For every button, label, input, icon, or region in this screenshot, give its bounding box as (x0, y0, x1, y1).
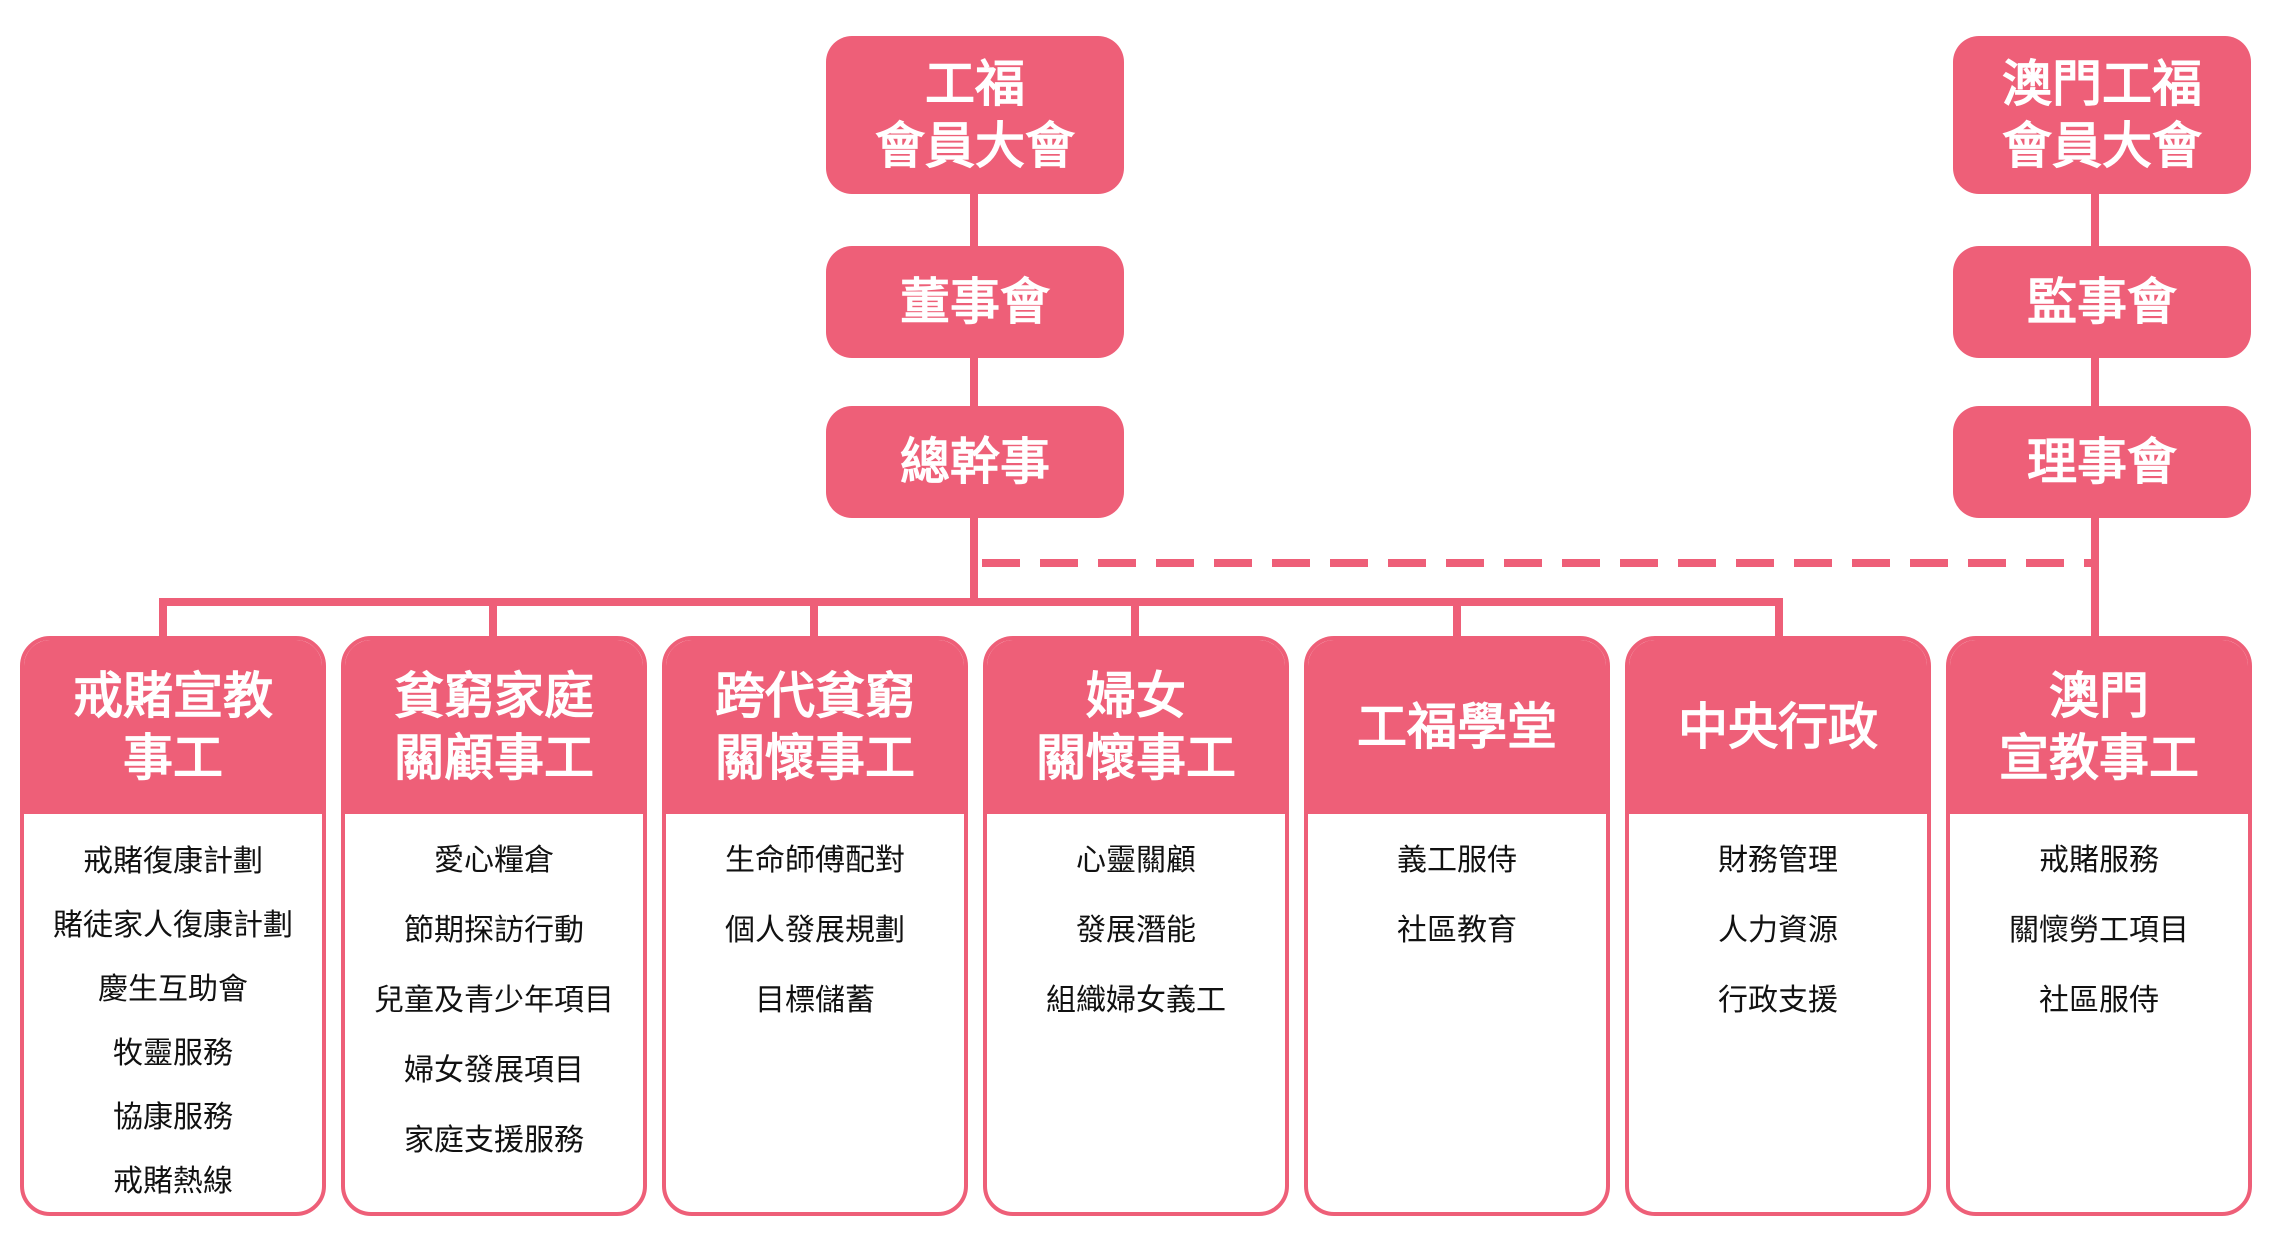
department-title-line: 跨代貧窮 (715, 667, 915, 725)
list-item: 人力資源 (1718, 913, 1838, 948)
list-item: 義工服侍 (1397, 843, 1517, 878)
list-item: 社區服侍 (2039, 983, 2159, 1018)
list-item: 慶生互助會 (98, 972, 248, 1007)
department-title-line: 事工 (123, 729, 223, 787)
department-title: 戒賭宣教 事工 (24, 640, 322, 814)
department-card-central-admin: 中央行政 財務管理 人力資源 行政支援 (1625, 636, 1931, 1216)
list-item: 行政支援 (1718, 983, 1838, 1018)
list-item: 財務管理 (1718, 843, 1838, 878)
list-item: 社區教育 (1397, 913, 1517, 948)
macau-assembly-node: 澳門工福 會員大會 (1953, 36, 2251, 194)
macau-council-node: 理事會 (1953, 406, 2251, 518)
members-assembly-line-1: 工福 (925, 55, 1025, 113)
list-item: 戒賭服務 (2039, 843, 2159, 878)
macau-assembly-line-2: 會員大會 (2002, 117, 2202, 175)
list-item: 心靈關顧 (1076, 843, 1196, 878)
list-item: 協康服務 (113, 1100, 233, 1135)
list-item: 生命師傅配對 (725, 843, 905, 878)
list-item: 發展潛能 (1076, 913, 1196, 948)
department-title: 工福學堂 (1308, 640, 1606, 814)
department-card-academy: 工福學堂 義工服侍 社區教育 (1304, 636, 1610, 1216)
list-item: 愛心糧倉 (434, 843, 554, 878)
general-secretary-label: 總幹事 (900, 433, 1050, 491)
department-card-gambling: 戒賭宣教 事工 戒賭復康計劃 賭徒家人復康計劃 慶生互助會 牧靈服務 協康服務 … (20, 636, 326, 1216)
department-title-line: 婦女 (1086, 667, 1186, 725)
list-item: 關懷勞工項目 (2009, 913, 2189, 948)
list-item: 賭徒家人復康計劃 (53, 908, 293, 943)
department-title-line: 中央行政 (1678, 698, 1878, 756)
list-item: 家庭支援服務 (404, 1123, 584, 1158)
list-item: 目標儲蓄 (755, 983, 875, 1018)
department-title: 跨代貧窮 關懷事工 (666, 640, 964, 814)
list-item: 組織婦女義工 (1046, 983, 1226, 1018)
supervisory-board-node: 監事會 (1953, 246, 2251, 358)
list-item: 婦女發展項目 (404, 1053, 584, 1088)
department-card-poor-families: 貧窮家庭 關顧事工 愛心糧倉 節期探訪行動 兒童及青少年項目 婦女發展項目 家庭… (341, 636, 647, 1216)
department-card-women: 婦女 關懷事工 心靈關顧 發展潛能 組織婦女義工 (983, 636, 1289, 1216)
department-title: 貧窮家庭 關顧事工 (345, 640, 643, 814)
macau-assembly-line-1: 澳門工福 (2002, 55, 2202, 113)
board-node: 董事會 (826, 246, 1124, 358)
list-item: 節期探訪行動 (404, 913, 584, 948)
macau-council-label: 理事會 (2027, 433, 2177, 491)
list-item: 個人發展規劃 (725, 913, 905, 948)
members-assembly-node: 工福 會員大會 (826, 36, 1124, 194)
department-title-line: 貧窮家庭 (394, 667, 594, 725)
department-title-line: 關懷事工 (1036, 729, 1236, 787)
department-title: 婦女 關懷事工 (987, 640, 1285, 814)
department-title-line: 關顧事工 (394, 729, 594, 787)
department-title-line: 宣教事工 (1999, 729, 2199, 787)
department-title: 中央行政 (1629, 640, 1927, 814)
list-item: 兒童及青少年項目 (374, 983, 614, 1018)
department-title-line: 工福學堂 (1357, 698, 1557, 756)
department-card-intergenerational: 跨代貧窮 關懷事工 生命師傅配對 個人發展規劃 目標儲蓄 (662, 636, 968, 1216)
department-title-line: 關懷事工 (715, 729, 915, 787)
list-item: 戒賭復康計劃 (83, 844, 263, 879)
department-title-line: 戒賭宣教 (73, 667, 273, 725)
department-title-line: 澳門 (2049, 667, 2149, 725)
department-card-macau-mission: 澳門 宣教事工 戒賭服務 關懷勞工項目 社區服侍 (1946, 636, 2252, 1216)
board-label: 董事會 (900, 273, 1050, 331)
list-item: 牧靈服務 (113, 1036, 233, 1071)
general-secretary-node: 總幹事 (826, 406, 1124, 518)
department-title: 澳門 宣教事工 (1950, 640, 2248, 814)
supervisory-board-label: 監事會 (2027, 273, 2177, 331)
members-assembly-line-2: 會員大會 (875, 117, 1075, 175)
list-item: 戒賭熱線 (113, 1164, 233, 1199)
